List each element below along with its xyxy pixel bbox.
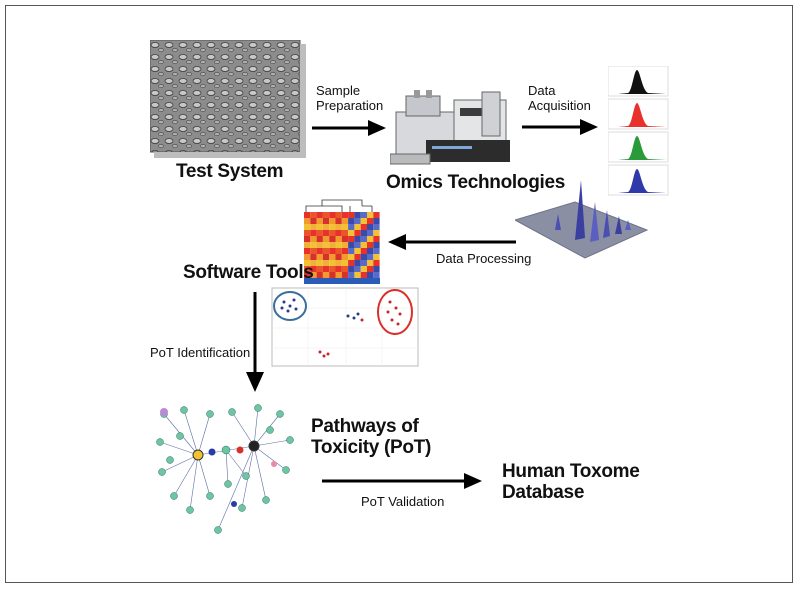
arrow-pot-id xyxy=(246,292,264,392)
figure-frame xyxy=(5,5,793,583)
test-system-label: Test System xyxy=(176,161,284,182)
omics-instrument-image xyxy=(390,90,510,165)
peak-black-panel xyxy=(608,66,669,97)
pathways-label: Pathways of Toxicity (PoT) xyxy=(311,416,432,458)
arrow-pot-val xyxy=(322,473,482,489)
peak-blue-panel xyxy=(608,164,669,196)
peak-green-panel xyxy=(608,131,669,163)
peak-blue xyxy=(618,169,666,193)
peak-red xyxy=(618,103,666,127)
test-system-image xyxy=(150,40,306,158)
pot-id-label: PoT Identification xyxy=(150,345,251,360)
arrow-sample-prep xyxy=(312,120,386,136)
blue-cluster-ellipse xyxy=(273,291,307,321)
heatmap-image xyxy=(304,199,380,284)
sample-prep-label: Sample Preparation xyxy=(316,83,384,113)
arrow-data-proc xyxy=(388,234,516,250)
data-proc-label: Data Processing xyxy=(436,251,532,266)
blue-points xyxy=(280,298,360,320)
software-label: Software Tools xyxy=(183,262,314,283)
network-image xyxy=(156,404,294,534)
spectrum-3d-image xyxy=(515,180,649,259)
chromatogram-panels xyxy=(608,66,669,196)
omics-label: Omics Technologies xyxy=(386,172,566,193)
arrow-data-acq xyxy=(522,119,598,135)
database-label: Human Toxome Database xyxy=(502,461,640,503)
red-points xyxy=(318,300,402,358)
scatter-plot-image xyxy=(271,287,419,367)
peak-black xyxy=(618,70,666,94)
pot-val-label: PoT Validation xyxy=(361,494,445,509)
heatmap-cells xyxy=(304,212,380,278)
red-cluster-ellipse xyxy=(377,289,413,335)
data-acq-label: Data Acquisition xyxy=(528,83,591,113)
peak-red-panel xyxy=(608,98,669,130)
peak-green xyxy=(618,136,666,160)
